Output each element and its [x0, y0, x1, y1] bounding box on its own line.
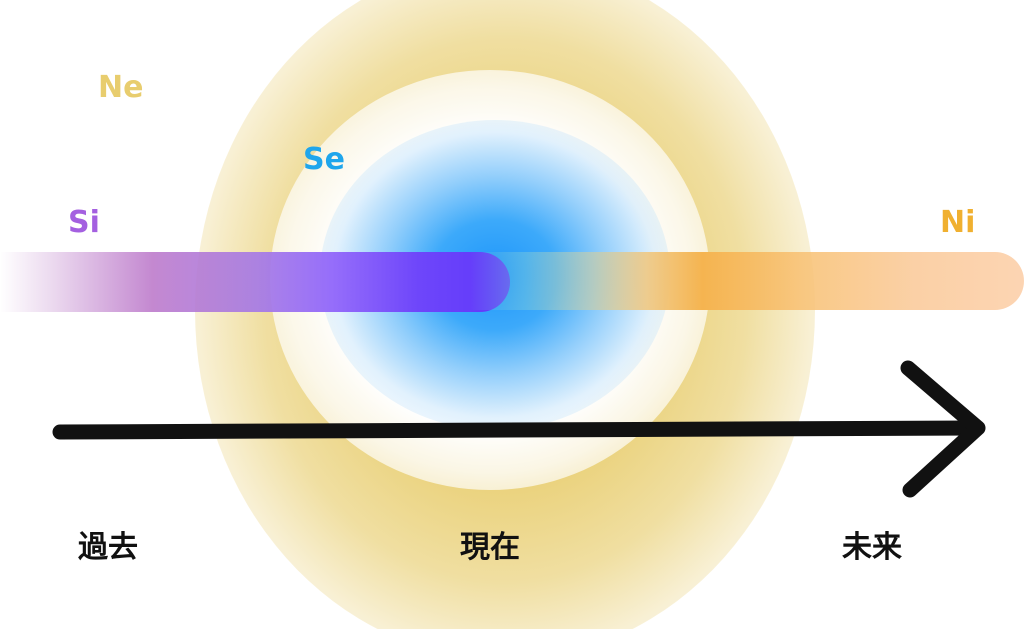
- past-label: 過去: [78, 530, 138, 565]
- se-label: Se: [303, 142, 345, 177]
- si-label: Si: [68, 205, 100, 240]
- ni-label: Ni: [940, 205, 976, 240]
- si-band-past: [0, 252, 510, 312]
- present-label: 現在: [460, 530, 520, 565]
- ni-band-future: [470, 252, 1024, 310]
- ne-label: Ne: [98, 70, 144, 105]
- future-label: 未来: [842, 530, 902, 565]
- timeline-arrow-shaft: [52, 420, 983, 440]
- timeline-arrow-head: [900, 360, 986, 498]
